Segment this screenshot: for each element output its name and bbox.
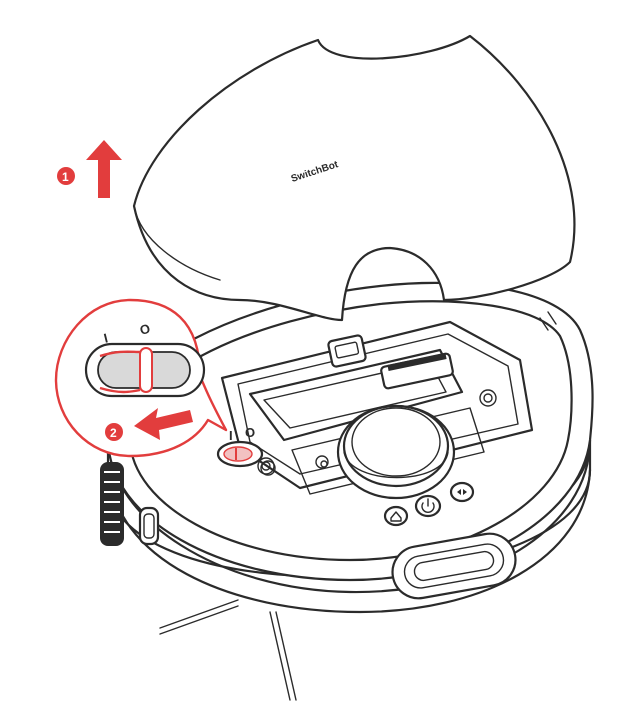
power-icon: [421, 498, 435, 513]
body-switch-label-off: O: [245, 425, 255, 440]
lid: SwitchBot: [132, 34, 576, 322]
control-buttons: [383, 481, 475, 527]
side-brushes: [159, 599, 297, 701]
step-1-number: 1: [62, 170, 69, 184]
bumper-grip: [100, 462, 124, 546]
step-1: 1: [57, 140, 122, 198]
body-switch-label-on: I: [229, 428, 233, 443]
home-icon: [390, 511, 402, 522]
front-handle: [391, 532, 517, 600]
step-2-number: 2: [110, 426, 117, 440]
up-arrow-icon: [86, 140, 122, 198]
side-port: [138, 506, 160, 546]
callout-switch-label-on: I: [102, 330, 109, 345]
callout-switch-label-off: O: [138, 321, 151, 338]
left-arrow-icon: [134, 408, 193, 440]
step-2: 2: [105, 408, 193, 441]
spot-clean-icon: [457, 489, 467, 495]
body-power-switch: I O: [216, 425, 276, 476]
lidar-dome: [336, 404, 456, 500]
